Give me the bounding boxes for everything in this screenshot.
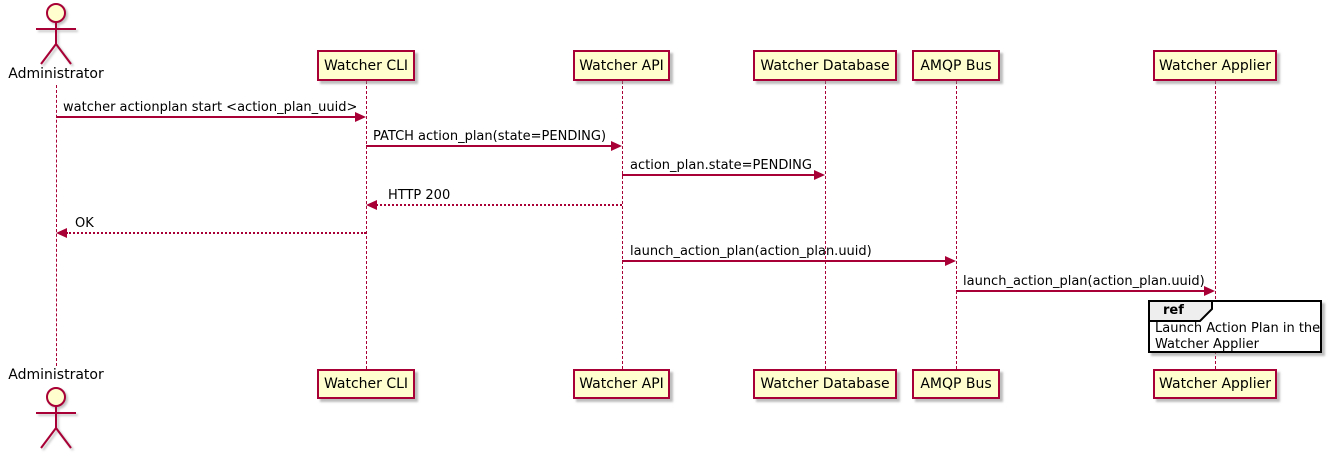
- message-7-label: launch_action_plan(action_plan.uuid): [963, 274, 1205, 289]
- message-4-line: [376, 204, 622, 206]
- message-3-arrowhead-icon: [814, 170, 825, 180]
- message-5-arrowhead-icon: [56, 228, 67, 238]
- participant-watcher-api-top: Watcher API: [573, 50, 670, 81]
- message-6-label: launch_action_plan(action_plan.uuid): [630, 244, 872, 259]
- message-4-label: HTTP 200: [388, 188, 451, 203]
- participant-watcher-applier-bottom: Watcher Applier: [1153, 369, 1277, 399]
- participant-watcher-cli-bottom: Watcher CLI: [317, 369, 415, 399]
- actor-icon: [36, 387, 76, 449]
- message-3-label: action_plan.state=PENDING: [630, 158, 812, 173]
- message-3-line: [622, 174, 815, 176]
- participant-watcher-api-bottom: Watcher API: [573, 369, 670, 399]
- participant-watcher-database-bottom: Watcher Database: [753, 369, 897, 399]
- message-7-arrowhead-icon: [1204, 286, 1215, 296]
- participant-watcher-applier-top: Watcher Applier: [1153, 50, 1277, 81]
- ref-text-line2: Watcher Applier: [1155, 336, 1259, 352]
- participant-amqp-bus-bottom: AMQP Bus: [912, 369, 1000, 399]
- lifeline-watcher-database: [824, 81, 826, 369]
- message-2-line: [366, 145, 612, 147]
- lifeline-watcher-api: [621, 81, 623, 369]
- lifeline-amqp-bus: [955, 81, 957, 369]
- participant-watcher-cli-top: Watcher CLI: [317, 50, 415, 81]
- message-6-line: [622, 260, 946, 262]
- message-6-arrowhead-icon: [945, 256, 956, 266]
- actor-label-bottom: Administrator: [8, 367, 104, 383]
- message-5-line: [66, 232, 366, 234]
- lifeline-watcher-applier: [1214, 81, 1216, 369]
- actor-label-top: Administrator: [8, 66, 104, 82]
- message-2-arrowhead-icon: [611, 141, 622, 151]
- participant-amqp-bus-top: AMQP Bus: [912, 50, 1000, 81]
- ref-keyword: ref: [1163, 303, 1184, 318]
- ref-text: Launch Action Plan in the Watcher Applie…: [1155, 321, 1320, 352]
- message-4-arrowhead-icon: [366, 200, 377, 210]
- message-7-line: [956, 290, 1205, 292]
- lifeline-administrator: [55, 85, 57, 366]
- ref-text-line1: Launch Action Plan in the: [1155, 321, 1321, 336]
- ref-tab-icon: [1148, 300, 1213, 322]
- ref-fragment: ref Launch Action Plan in the Watcher Ap…: [1148, 300, 1322, 353]
- message-1-line: [56, 116, 356, 118]
- message-1-label: watcher actionplan start <action_plan_uu…: [63, 100, 358, 115]
- lifeline-watcher-cli: [365, 81, 367, 369]
- message-5-label: OK: [75, 216, 94, 231]
- participant-watcher-database-top: Watcher Database: [753, 50, 897, 81]
- message-2-label: PATCH action_plan(state=PENDING): [373, 129, 607, 144]
- message-1-arrowhead-icon: [355, 112, 366, 122]
- actor-icon: [36, 3, 76, 65]
